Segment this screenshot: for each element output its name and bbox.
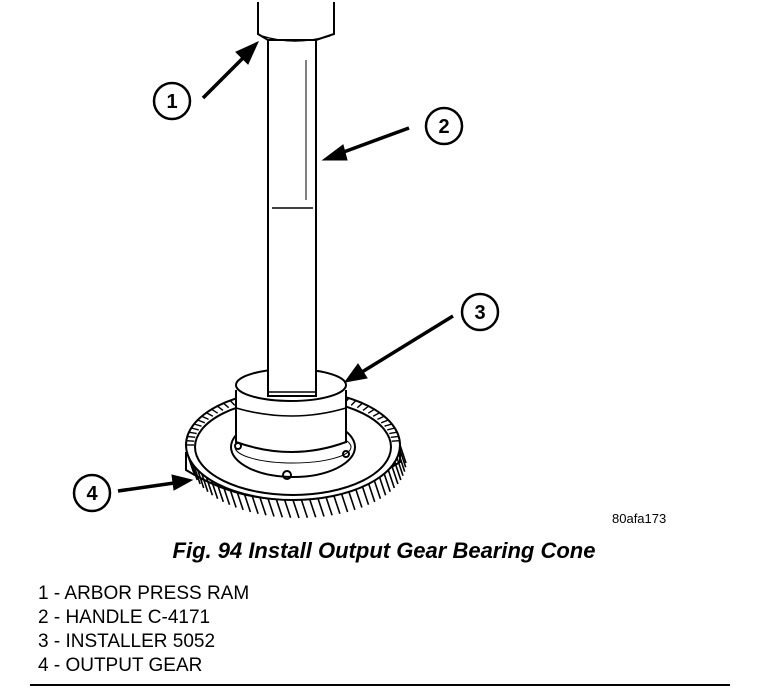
gear-tooth-top	[223, 402, 230, 409]
callout-circle-4	[72, 473, 112, 513]
gear-tooth-top	[211, 408, 219, 414]
gear-tooth	[251, 495, 259, 515]
bottom-divider	[30, 684, 730, 686]
gear-tooth	[373, 480, 382, 499]
gear-tooth-top	[197, 419, 206, 424]
gear-tooth-top	[188, 431, 197, 435]
gear-tooth-top	[206, 412, 214, 417]
gear-tooth	[283, 499, 292, 519]
gear-tooth	[333, 495, 341, 515]
callout-circle-1	[152, 81, 192, 121]
callout-arrow-4	[117, 474, 194, 493]
gear-tooth	[391, 465, 399, 485]
gear-tooth	[222, 486, 231, 506]
legend-item: 4 - OUTPUT GEAR	[38, 655, 203, 676]
callout-label-3: 3	[474, 302, 485, 324]
gear-tooth	[196, 469, 205, 489]
gear-tooth	[399, 444, 407, 464]
gear-tooth-top	[201, 415, 209, 421]
legend-item: 2 - HANDLE C-4171	[38, 607, 211, 628]
legend-item: 1 - ARBOR PRESS RAM	[38, 583, 250, 604]
gear-tooth-top	[367, 408, 375, 414]
gear-tooth-top	[384, 423, 393, 427]
arbor-press-ram	[257, 2, 335, 42]
gear-tooth-top	[387, 427, 395, 431]
gear-tooth	[243, 493, 252, 513]
callout-label-1: 1	[166, 91, 177, 113]
legend-item: 3 - INSTALLER 5052	[38, 631, 216, 652]
gear-tooth	[292, 499, 300, 519]
gear-tooth	[348, 491, 356, 511]
gear-tooth	[236, 491, 244, 511]
gear-tooth	[367, 483, 376, 503]
handle-c-4171	[267, 39, 317, 397]
gear-tooth	[259, 497, 267, 516]
callout-circle-2	[424, 106, 464, 146]
parts-legend: 1 - ARBOR PRESS RAM 2 - HANDLE C-4171 3 …	[38, 582, 249, 678]
gear-tooth-top	[191, 427, 199, 431]
gear-tooth	[317, 498, 325, 517]
callout-arrow-3	[343, 314, 454, 383]
gear-tooth-top	[362, 405, 370, 411]
gear-tooth-top	[216, 405, 224, 411]
gear-tooth	[210, 480, 219, 499]
figure-reference-code: 80afa173	[612, 511, 667, 526]
gear-tooth-top	[187, 435, 196, 438]
gear-tooth	[355, 489, 363, 508]
gear-tooth	[387, 469, 396, 489]
gear-tooth-top	[390, 435, 399, 438]
callout-circle-3	[460, 292, 500, 332]
gear-tooth	[300, 499, 309, 519]
gear-tooth	[267, 498, 275, 517]
gear-tooth	[383, 473, 391, 492]
gear-tooth	[398, 449, 407, 468]
gear-tooth	[378, 477, 387, 496]
gear-tooth-top	[186, 440, 195, 442]
gear-tooth-top	[350, 400, 357, 406]
gear-tooth	[396, 457, 404, 477]
gear-tooth	[397, 453, 406, 472]
gear-tooth	[361, 486, 370, 506]
gear-tooth	[216, 483, 225, 503]
gear-tooth	[394, 461, 402, 481]
gear-installation-illustration: 1 2 3 4	[72, 2, 500, 519]
gear-tooth-top	[193, 423, 202, 427]
callout-label-2: 2	[438, 116, 449, 138]
gear-tooth-top	[389, 431, 398, 435]
gear-tooth	[201, 473, 209, 492]
figure-caption: Fig. 94 Install Output Gear Bearing Cone	[172, 538, 596, 563]
callout-arrow-2	[321, 126, 410, 161]
gear-tooth	[193, 465, 201, 485]
gear-tooth	[325, 497, 333, 516]
callout-label-4: 4	[86, 483, 98, 505]
gear-tooth-top	[377, 415, 385, 421]
gear-tooth	[308, 499, 317, 518]
gear-tooth	[229, 489, 237, 508]
gear-tooth-top	[391, 440, 400, 442]
gear-tooth-top	[380, 419, 389, 424]
gear-tooth	[205, 477, 214, 496]
gear-tooth	[340, 493, 349, 513]
gear-tooth-top	[372, 412, 380, 417]
gear-tooth-top	[356, 402, 363, 409]
callout-arrow-1	[201, 40, 260, 100]
gear-tooth	[275, 499, 284, 518]
gear-tooth-top	[229, 400, 236, 406]
